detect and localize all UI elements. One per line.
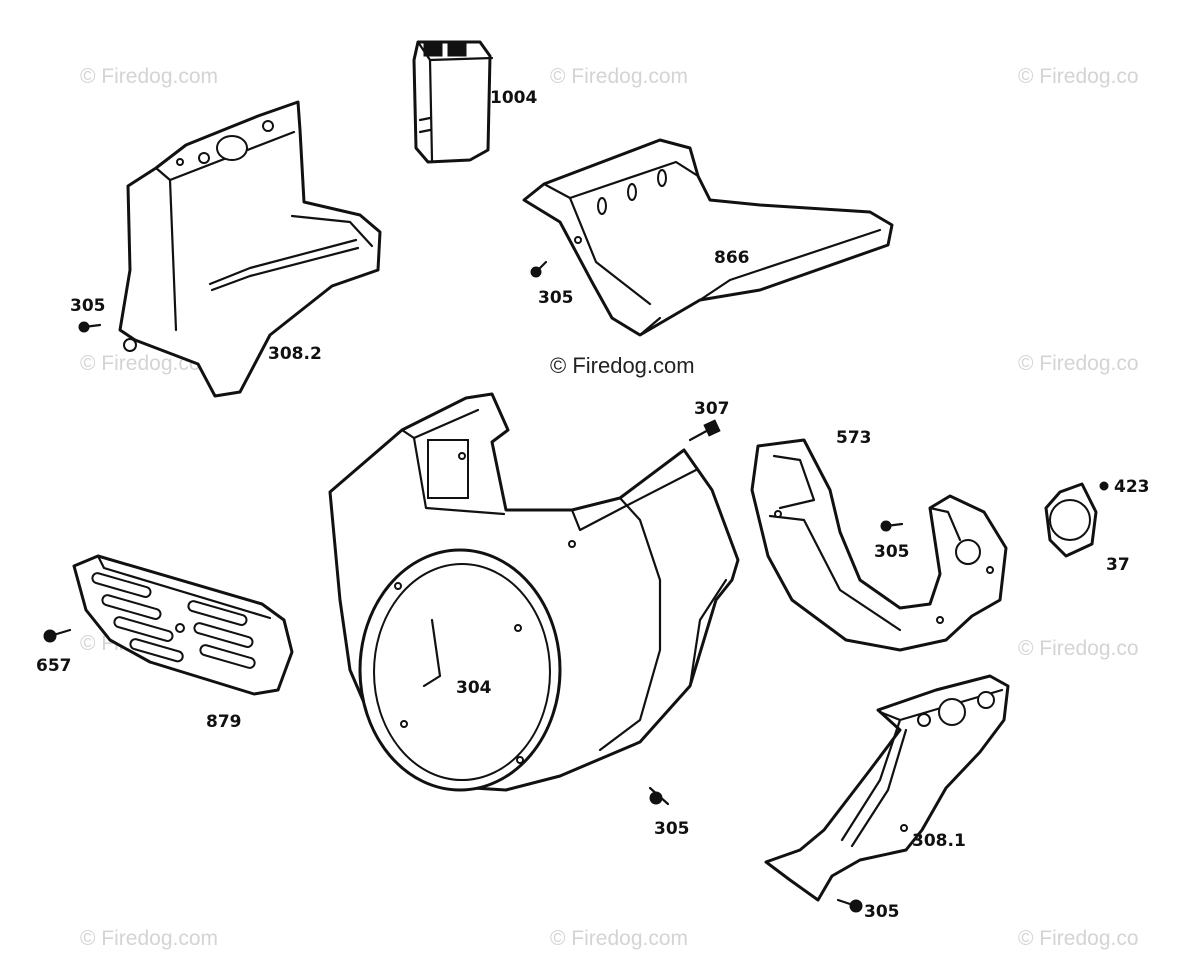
label-305-right-center: 305 (874, 542, 910, 562)
part-37-gasket (1044, 482, 1098, 558)
part-423-nut (1099, 481, 1109, 491)
label-1004: 1004 (490, 88, 537, 108)
screw-305-upper-left (78, 321, 102, 333)
label-573: 573 (836, 428, 872, 448)
label-37: 37 (1106, 555, 1130, 575)
watermark-bottom-left: © Firedog.com (80, 927, 218, 950)
label-305-upper-left: 305 (70, 296, 106, 316)
watermark-bottom-center: © Firedog.com (550, 927, 688, 950)
screw-307 (688, 419, 721, 442)
label-305-lower-center: 305 (654, 819, 690, 839)
watermark-low-right: © Firedog.co (1018, 637, 1139, 660)
label-305-upper-center: 305 (538, 288, 574, 308)
label-423: 423 (1114, 477, 1150, 497)
label-304: 304 (456, 678, 492, 698)
screw-305-lower-center (648, 786, 670, 806)
part-308-2-baffle (118, 100, 382, 398)
copyright-center: © Firedog.com (550, 353, 695, 378)
part-308-1-baffle (764, 674, 1010, 902)
label-305-lower-right: 305 (864, 902, 900, 922)
watermark-bottom-right: © Firedog.co (1018, 927, 1139, 950)
label-866: 866 (714, 248, 750, 268)
part-879-grille (72, 554, 294, 696)
part-866-duct (522, 138, 894, 337)
part-304-blower-housing (328, 392, 740, 792)
watermark-top-left: © Firedog.com (80, 65, 218, 88)
screw-657 (43, 628, 72, 643)
watermark-mid-right: © Firedog.co (1018, 352, 1139, 375)
label-307: 307 (694, 399, 730, 419)
label-308-1: 308.1 (912, 831, 966, 851)
label-879: 879 (206, 712, 242, 732)
part-1004-boot (412, 40, 494, 164)
watermark-top-right: © Firedog.co (1018, 65, 1139, 88)
label-308-2: 308.2 (268, 344, 322, 364)
screw-305-lower-right (836, 898, 863, 913)
part-573-cylinder-shroud (750, 438, 1008, 652)
label-657: 657 (36, 656, 72, 676)
screw-305-right-center (880, 520, 904, 532)
watermark-top-center: © Firedog.com (550, 65, 688, 88)
screw-305-upper-center (530, 260, 548, 278)
